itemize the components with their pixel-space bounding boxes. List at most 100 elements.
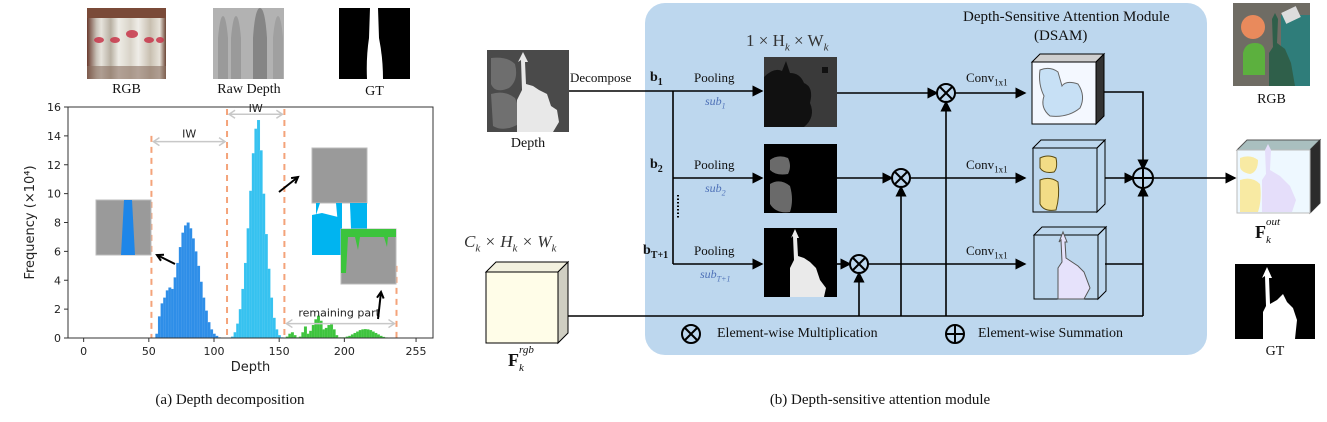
- y-tick-label: 14: [47, 130, 61, 143]
- pooling-label-2: Pooling: [694, 157, 735, 172]
- sub-3-text: sub: [700, 267, 717, 281]
- dsam-panel: [645, 3, 1207, 355]
- attention-feature-cube-2: [1031, 138, 1107, 214]
- pooled-map-3: [764, 228, 837, 297]
- x-tick-label: 0: [80, 345, 87, 358]
- inset-interval-1-mask: [121, 200, 135, 255]
- remaining-arrow-head-left: [285, 318, 293, 329]
- pooled-map-2: [764, 144, 837, 213]
- conv-label-3: Conv1x1: [966, 243, 1008, 261]
- output-feature-cube: [1235, 138, 1322, 215]
- iw-arrow-1-head-left: [152, 137, 160, 147]
- y-tick-label: 10: [47, 188, 61, 201]
- branch-bT1-label: bT+1: [643, 243, 668, 261]
- conv-2-sub: 1x1: [994, 164, 1008, 175]
- bottle-mask-icon: [366, 8, 383, 79]
- bottles-depth-icon: [213, 8, 284, 79]
- right-rgb-image: [1233, 3, 1310, 86]
- legend-multiply-icon: [681, 324, 701, 344]
- sub-label-2: sub2: [705, 181, 726, 197]
- y-tick-label: 2: [54, 303, 61, 316]
- pooled-depth-2-icon: [770, 156, 792, 213]
- figure-b-caption: (b) Depth-sensitive attention module: [769, 392, 991, 408]
- dsam-title-abbrev: (DSAM): [1034, 28, 1088, 44]
- branch-b2-sub: 2: [657, 163, 663, 175]
- rgb-shape-h: × H: [480, 232, 513, 251]
- x-tick-label: 100: [204, 345, 225, 358]
- inset-interval-2-mask: [312, 203, 342, 255]
- raw-depth-thumbnail: [213, 8, 284, 79]
- x-tick-label: 150: [269, 345, 290, 358]
- pointer-arrow-1-head: [155, 253, 165, 262]
- iw-label-2: IW: [249, 102, 263, 115]
- statue-mask-icon: [1262, 267, 1297, 339]
- branch-bT1-sub: T+1: [650, 249, 669, 261]
- pointer-arrow-2: [278, 176, 299, 193]
- conv-1-text: Conv: [966, 70, 995, 85]
- bottles-rgb-icon: [87, 8, 166, 79]
- rgb-feature-cube: [484, 260, 570, 345]
- multiply-icon-3: [849, 254, 869, 274]
- branch-bT1-b: b: [643, 243, 651, 258]
- conv-2-text: Conv: [966, 157, 995, 172]
- conv-label-2: Conv1x1: [966, 157, 1008, 175]
- dsam-title: Depth-Sensitive Attention Module: [963, 9, 1170, 25]
- branch-b1-b: b: [650, 70, 658, 85]
- figure-a-caption: (a) Depth decomposition: [155, 392, 305, 408]
- branch-b2-label: b2: [650, 157, 663, 175]
- iw-arrow-1-head-right: [218, 137, 227, 147]
- rgb-shape-c: C: [464, 232, 476, 251]
- x-axis-label: Depth: [231, 360, 271, 375]
- legend-sum-label: Element-wise Summation: [978, 326, 1124, 341]
- rgb-shape-c-sub: k: [475, 242, 481, 255]
- sub-label-3: subT+1: [700, 267, 731, 283]
- depth-input-image: [487, 50, 569, 132]
- rgb-shape-w-sub: k: [551, 242, 557, 255]
- decompose-label: Decompose: [570, 70, 632, 85]
- sub-2-idx: 2: [721, 188, 726, 198]
- cube1-to-sum: [1104, 91, 1149, 171]
- x-tick-label: 255: [406, 345, 427, 358]
- gt-thumb-label: GT: [365, 84, 384, 99]
- pointer-arrow-1: [156, 254, 176, 265]
- y-tick-label: 12: [47, 159, 61, 172]
- rgb-shape-h-sub: k: [512, 242, 518, 255]
- out-feature-F: F: [1255, 222, 1266, 242]
- sum-icon: [1132, 167, 1154, 189]
- sub-2-text: sub: [705, 181, 722, 195]
- iw-label-1: IW: [182, 128, 196, 141]
- rgb-feature-F: F: [508, 350, 519, 370]
- rgb-feature-sub: k: [519, 362, 524, 374]
- y-axis-label: Frequency (×10⁴): [23, 165, 38, 279]
- branch-b1-sub: 1: [657, 76, 663, 88]
- attention-feature-cube-3: [1032, 225, 1108, 301]
- pooled-depth-3-icon: [790, 229, 826, 297]
- pooled-shape-h-sub: k: [784, 41, 790, 54]
- pointer-arrow-3-head: [376, 289, 385, 299]
- pooling-label-3: Pooling: [694, 243, 735, 258]
- y-tick-label: 6: [54, 245, 61, 258]
- attention-feature-cube-1: [1030, 52, 1106, 126]
- statue-depth-icon: [491, 52, 559, 132]
- raw-depth-thumb-label: Raw Depth: [217, 82, 281, 97]
- remaining-label: remaining part: [298, 307, 380, 320]
- y-tick-label: 8: [54, 217, 61, 230]
- depth-input-label: Depth: [510, 136, 546, 151]
- conv-label-1: Conv1x1: [966, 70, 1008, 88]
- pooling-label-1: Pooling: [694, 70, 735, 85]
- pointer-arrow-3: [377, 291, 382, 320]
- conv-1-sub: 1x1: [994, 77, 1008, 88]
- multiply-icon-1: [936, 83, 956, 103]
- y-tick-label: 4: [54, 274, 61, 287]
- multiply-icon-2: [891, 168, 911, 188]
- rgb-shape-label: Ck × Hk × Wk: [464, 232, 556, 254]
- pooled-depth-1-icon: [764, 61, 828, 127]
- right-gt-image: [1235, 264, 1315, 339]
- y-tick-label: 0: [54, 332, 61, 345]
- pooled-shape-h: 1 × H: [746, 31, 785, 50]
- sub-1-idx: 1: [721, 101, 726, 111]
